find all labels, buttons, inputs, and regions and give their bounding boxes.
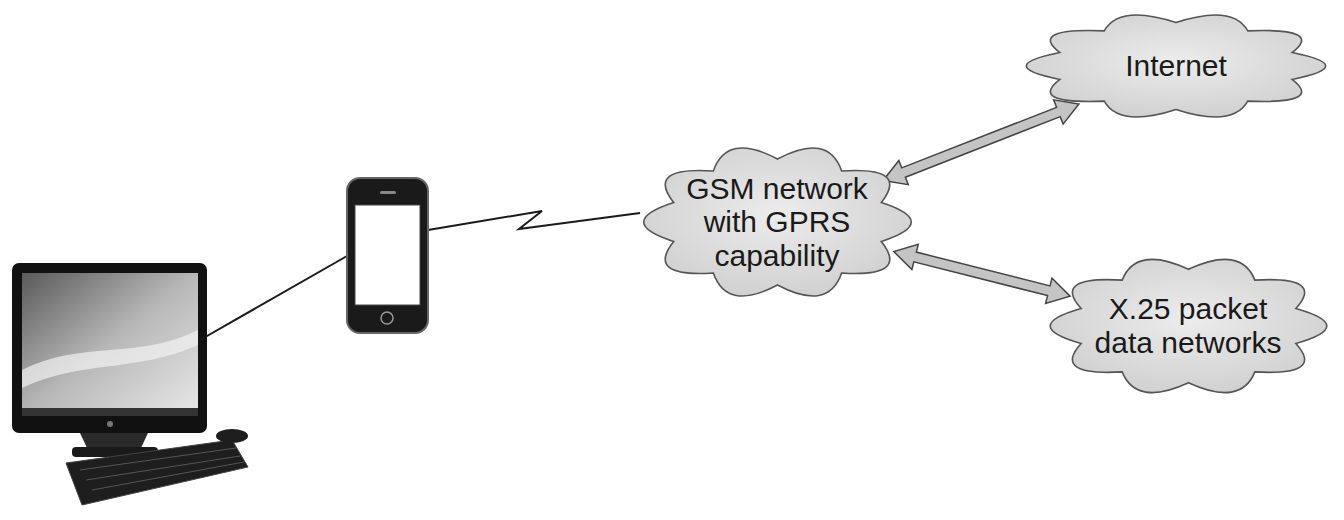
cable xyxy=(200,256,347,340)
text-box: X.25 packet data networks xyxy=(1081,292,1296,359)
taskbar xyxy=(22,408,198,416)
double-arrow xyxy=(894,244,1070,303)
cloud-node: X.25 packet data networks xyxy=(1036,245,1341,407)
keyboard xyxy=(66,440,248,505)
cloud-label: GSM network with GPRS capability xyxy=(675,172,880,273)
monitor-screen xyxy=(22,273,198,416)
cloud-label: X.25 packet data networks xyxy=(1081,292,1296,359)
desktop-computer xyxy=(12,263,248,505)
cloud-shape xyxy=(1050,259,1327,392)
keyboard-keys xyxy=(80,448,244,490)
cloud-node: Internet xyxy=(1011,4,1341,128)
text-box: GSM network with GPRS capability xyxy=(675,172,880,273)
radio-link xyxy=(428,211,640,230)
monitor-logo xyxy=(107,421,113,427)
cloud-shape xyxy=(643,148,911,296)
phone-screen xyxy=(355,205,420,305)
monitor-frame xyxy=(12,263,207,433)
cloud-label: Internet xyxy=(1056,49,1296,83)
cloud-shape xyxy=(1026,15,1325,117)
phone-body xyxy=(347,178,428,333)
mobile-phone xyxy=(347,178,428,333)
mouse xyxy=(216,429,248,443)
phone-button xyxy=(381,312,393,324)
screen-swoosh xyxy=(22,330,198,388)
phone-speaker xyxy=(380,191,396,194)
text-box: Internet xyxy=(1056,49,1296,83)
cloud-node: GSM network with GPRS capability xyxy=(630,132,925,312)
double-arrow xyxy=(883,100,1079,185)
